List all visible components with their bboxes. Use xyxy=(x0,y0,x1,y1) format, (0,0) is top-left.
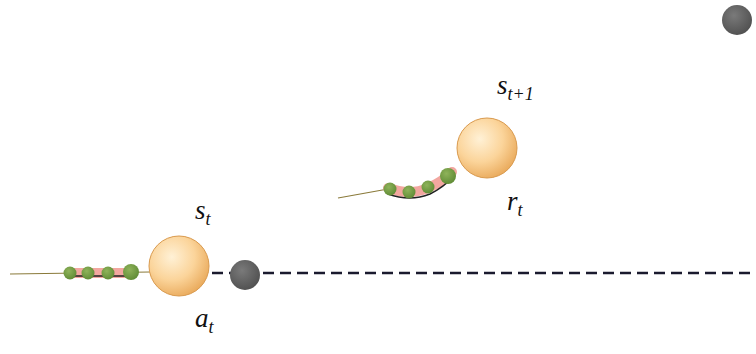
swimmer-robot xyxy=(10,236,209,296)
state-label-holder: st xyxy=(195,197,211,228)
math-subscript: t+1 xyxy=(508,84,534,104)
math-subscript: t xyxy=(518,200,523,220)
target-dot xyxy=(722,5,752,35)
target-dot xyxy=(230,260,260,290)
dashed-path xyxy=(212,272,756,275)
state-label-holder: at xyxy=(195,305,214,336)
math-symbol: s xyxy=(497,70,508,100)
math-subscript: t xyxy=(209,317,214,337)
math-label: st+1 xyxy=(497,72,534,103)
math-symbol: s xyxy=(195,195,206,225)
math-label: st xyxy=(195,197,211,228)
math-subscript: t xyxy=(206,209,211,229)
math-label: at xyxy=(195,305,214,336)
math-label: rt xyxy=(507,188,523,219)
math-symbol: r xyxy=(507,186,518,216)
state-label-holder: st+1 xyxy=(497,72,534,103)
swimmer-robot xyxy=(338,118,517,199)
math-symbol: a xyxy=(195,303,209,333)
state-label-holder: rt xyxy=(507,188,523,219)
